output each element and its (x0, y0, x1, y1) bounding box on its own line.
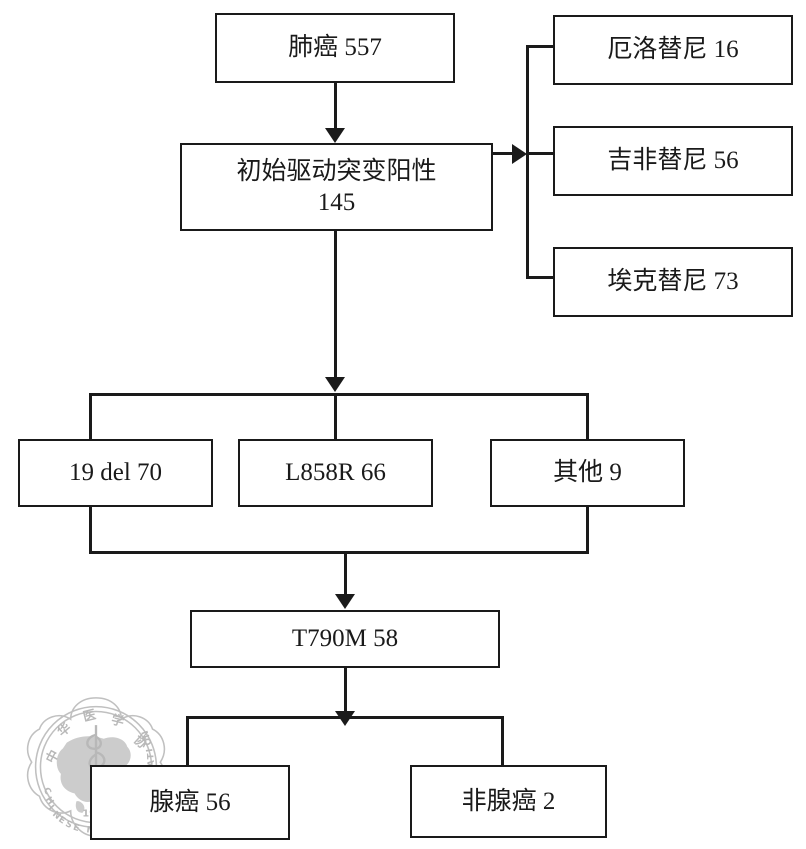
svg-text:E: E (72, 823, 81, 834)
node-lung-cancer: 肺癌 557 (215, 13, 455, 83)
svg-text:O: O (143, 737, 155, 747)
svg-text:C: C (41, 786, 53, 796)
edge-trunk-to-icotinib (526, 276, 555, 279)
edge-bracket-to-non-adenocarcinoma (501, 716, 504, 766)
arrowhead-driver-to-mutation-icon (325, 377, 345, 392)
edge-del19-to-bracket-bottom (89, 507, 92, 553)
edge-driver-to-mutation-split (334, 231, 337, 377)
edge-lung-to-driver (334, 83, 337, 129)
node-lung-cancer-label: 肺癌 557 (288, 34, 382, 62)
svg-text:H: H (43, 795, 55, 807)
edge-t790m-to-histology (344, 668, 347, 712)
edge-bracket-top-to-del19 (89, 393, 92, 439)
edge-bracket-to-t790m (344, 551, 347, 595)
edge-mutation-bracket-bottom (89, 551, 589, 554)
node-19del: 19 del 70 (18, 439, 213, 507)
arrowhead-lung-to-driver-icon (325, 128, 345, 143)
edge-trunk-to-erlotinib (526, 45, 555, 48)
node-l858r: L858R 66 (238, 439, 433, 507)
node-gefitinib: 吉非替尼 56 (553, 126, 793, 196)
node-other-mutation-label: 其他 9 (553, 459, 622, 487)
svg-text:T: T (146, 753, 156, 759)
svg-text:医: 医 (81, 706, 97, 724)
edge-bracket-top-to-l858r (334, 393, 337, 439)
node-non-adenocarcinoma: 非腺癌 2 (410, 765, 607, 838)
node-driver-mutation-positive: 初始驱动突变阳性 145 (180, 143, 493, 231)
edge-other-to-bracket-bottom (586, 507, 589, 553)
edge-bracket-top-to-other (586, 393, 589, 439)
node-icotinib-label: 埃克替尼 73 (607, 268, 739, 296)
edge-trunk-to-gefitinib (526, 152, 555, 155)
svg-text:中: 中 (43, 747, 62, 765)
svg-text:I: I (145, 748, 155, 753)
node-t790m-label: T790M 58 (291, 625, 399, 653)
edge-mutation-bracket-top (89, 393, 589, 396)
node-icotinib: 埃克替尼 73 (553, 247, 793, 317)
node-l858r-label: L858R 66 (285, 459, 386, 487)
node-driver-mutation-positive-label: 初始驱动突变阳性 145 (236, 157, 437, 217)
node-non-adenocarcinoma-label: 非腺癌 2 (461, 787, 556, 815)
svg-text:E: E (56, 815, 67, 827)
svg-text:华: 华 (54, 719, 74, 739)
svg-text:学: 学 (110, 712, 126, 730)
node-other-mutation: 其他 9 (490, 439, 685, 507)
svg-text:I: I (46, 803, 56, 812)
node-adenocarcinoma-label: 腺癌 56 (149, 788, 231, 816)
arrowhead-driver-to-tki-icon (512, 144, 527, 164)
node-adenocarcinoma: 腺癌 56 (90, 765, 290, 840)
node-t790m: T790M 58 (190, 610, 500, 668)
svg-text:协: 协 (131, 732, 151, 752)
edge-tki-vertical-trunk (526, 45, 529, 279)
svg-text:N: N (141, 729, 153, 739)
edge-histology-bracket (186, 716, 504, 719)
arrowhead-bracket-to-t790m-icon (335, 594, 355, 609)
node-erlotinib: 厄洛替尼 16 (553, 15, 793, 85)
edge-bracket-to-adenocarcinoma (186, 716, 189, 766)
edge-driver-to-tki-trunk (493, 152, 518, 155)
node-19del-label: 19 del 70 (68, 459, 163, 487)
node-gefitinib-label: 吉非替尼 56 (607, 147, 739, 175)
svg-text:N: N (50, 810, 62, 822)
svg-text:S: S (64, 819, 74, 831)
node-erlotinib-label: 厄洛替尼 16 (607, 36, 739, 64)
